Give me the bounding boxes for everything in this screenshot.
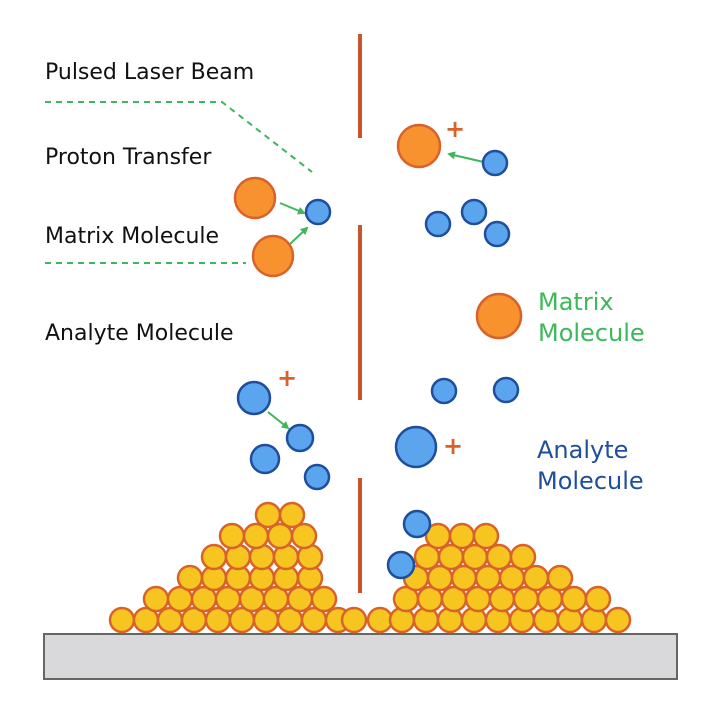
matrix-molecule	[251, 234, 295, 278]
analyte-molecule	[460, 198, 488, 226]
label-matrix-molecule-right: Matrix Molecule	[538, 287, 645, 349]
label-line: Matrix	[538, 288, 614, 316]
label-matrix-molecule-left: Matrix Molecule	[45, 224, 220, 249]
matrix-crystal	[485, 543, 513, 571]
matrix-crystal	[546, 564, 574, 592]
matrix-crystal	[108, 606, 136, 634]
label-proton-transfer: Proton Transfer	[45, 145, 212, 170]
analyte-molecules	[236, 149, 520, 580]
analyte-molecule	[492, 376, 520, 404]
matrix-crystal	[604, 606, 632, 634]
proton-transfer-arrow	[267, 411, 290, 430]
matrix-crystal	[290, 522, 318, 550]
matrix-crystal	[522, 564, 550, 592]
analyte-molecule	[285, 423, 315, 453]
analyte-ion	[394, 425, 438, 469]
matrix-ion	[396, 123, 442, 169]
proton-transfer-arrow	[288, 226, 309, 246]
matrix-crystal	[560, 585, 588, 613]
proton-transfer-arrow	[447, 151, 489, 164]
analyte-molecule	[304, 198, 332, 226]
analyte-molecule	[481, 149, 509, 177]
label-analyte-molecule-right: Analyte Molecule	[537, 435, 644, 497]
label-line: Analyte	[537, 436, 629, 464]
analyte-molecule	[303, 463, 331, 491]
matrix-crystal-pile	[108, 501, 632, 634]
analyte-molecule	[249, 443, 281, 475]
matrix-crystal	[176, 564, 204, 592]
proton-transfer-arrow	[279, 202, 306, 215]
analyte-ion	[236, 380, 272, 416]
dashed-leader-laser	[45, 101, 313, 173]
label-analyte-molecule-left: Analyte Molecule	[45, 321, 234, 346]
matrix-crystal	[448, 522, 476, 550]
matrix-crystal	[472, 522, 500, 550]
positive-charge-symbol: +	[445, 115, 466, 143]
matrix-crystal	[509, 543, 537, 571]
matrix-crystal	[254, 501, 282, 529]
analyte-molecule	[402, 509, 432, 539]
analyte-molecule	[386, 550, 416, 580]
matrix-molecules	[233, 123, 523, 340]
matrix-crystal	[278, 501, 306, 529]
matrix-crystal	[584, 585, 612, 613]
analyte-molecule	[430, 377, 458, 405]
analyte-molecule	[424, 210, 452, 238]
matrix-crystal	[200, 543, 228, 571]
matrix-legend-molecule	[475, 292, 523, 340]
matrix-crystal	[142, 585, 170, 613]
matrix-crystal	[218, 522, 246, 550]
label-pulsed-laser-beam: Pulsed Laser Beam	[45, 60, 255, 85]
matrix-crystal	[340, 606, 368, 634]
positive-charge-symbol: +	[443, 432, 464, 460]
label-line: Molecule	[538, 319, 645, 347]
sample-plate	[43, 633, 678, 680]
matrix-molecule	[233, 176, 277, 220]
analyte-molecule	[483, 220, 511, 248]
label-line: Molecule	[537, 467, 644, 495]
matrix-crystal	[366, 606, 394, 634]
matrix-crystal	[310, 585, 338, 613]
positive-charge-symbol: +	[277, 364, 298, 392]
